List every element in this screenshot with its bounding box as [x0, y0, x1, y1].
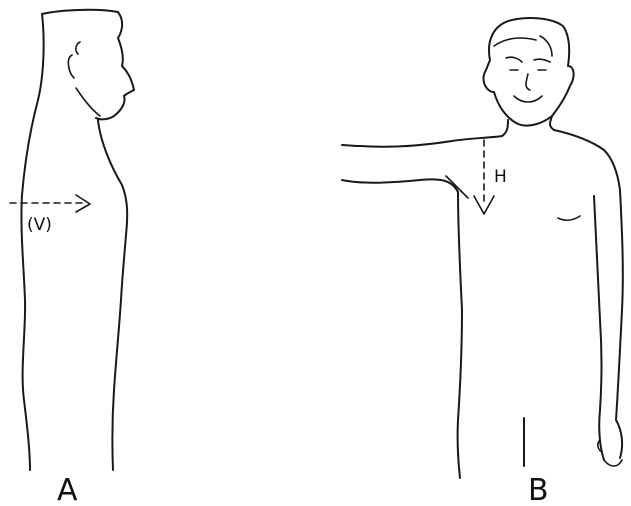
panel-a-letter: A: [57, 473, 78, 506]
panel-b-armpit: [446, 176, 468, 198]
panel-b-arm-bottom: [342, 179, 458, 192]
panel-b-arrow-label: H: [494, 167, 507, 187]
panel-b-torso-left: [458, 192, 462, 478]
panel-b-brows: [506, 57, 550, 62]
panel-b-shoulder-right: [554, 130, 620, 190]
panel-b: H B: [342, 18, 623, 506]
panel-b-arm-right-inner: [594, 196, 604, 460]
panel-b-arm-top: [342, 136, 502, 147]
panel-a-face-profile: [96, 38, 134, 119]
panel-a-jaw: [76, 88, 100, 116]
panel-b-arm-right-outer: [616, 190, 623, 458]
panel-a-ear: [68, 42, 80, 78]
panel-a-back-outline: [21, 14, 43, 470]
panel-a: (V) A: [10, 10, 134, 506]
panel-b-head: [484, 18, 574, 126]
panel-b-chest: [558, 216, 580, 220]
panel-b-mouth: [514, 96, 542, 102]
panel-a-arrow-label: (V): [27, 215, 52, 235]
panel-a-head-hair: [42, 10, 122, 38]
panel-a-front-outline: [98, 120, 127, 470]
panel-b-letter: B: [528, 473, 549, 506]
panel-b-nose: [526, 74, 530, 90]
panel-b-hair: [494, 36, 552, 56]
